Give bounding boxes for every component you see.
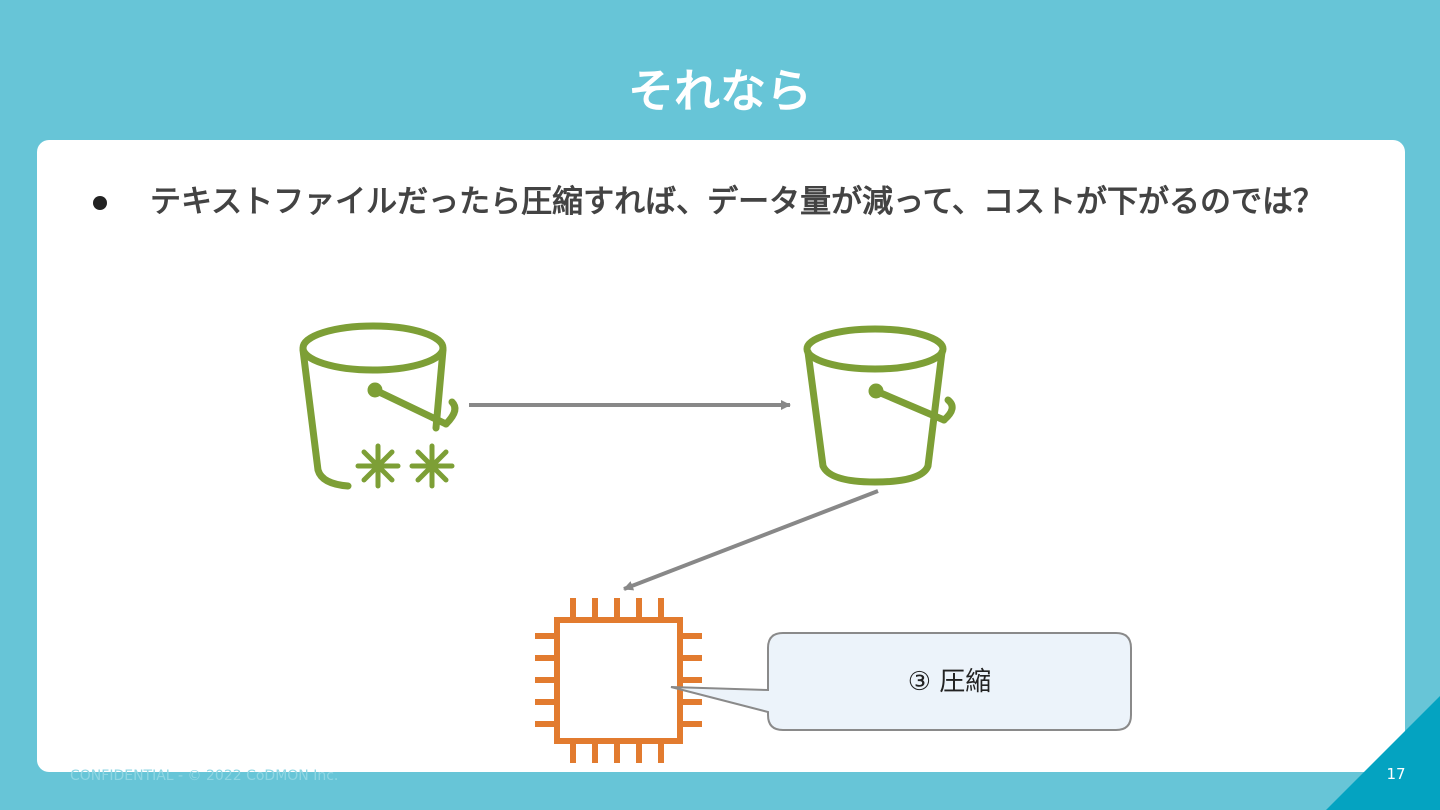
snowflake-icon — [409, 443, 455, 489]
ec2-instance-chip-icon — [535, 598, 702, 763]
bullet-marker — [93, 196, 107, 210]
s3-glacier-bucket-icon — [299, 322, 459, 490]
corner-decoration — [1326, 696, 1440, 810]
callout-box — [670, 632, 1132, 731]
content-card — [37, 140, 1405, 772]
bullet-text: テキストファイルだったら圧縮すれば、データ量が減って、コストが下がるのでは？ — [150, 184, 1324, 220]
snowflake-icon — [355, 443, 401, 489]
page-number: 17 — [1386, 765, 1406, 783]
s3-bucket-icon — [803, 325, 956, 486]
process-arrow — [623, 489, 879, 591]
callout-label: ③ 圧縮 — [907, 667, 992, 697]
slide-title: それなら — [628, 64, 812, 118]
confidential-footer: CONFIDENTIAL - © 2022 CoDMON Inc. — [70, 768, 339, 784]
